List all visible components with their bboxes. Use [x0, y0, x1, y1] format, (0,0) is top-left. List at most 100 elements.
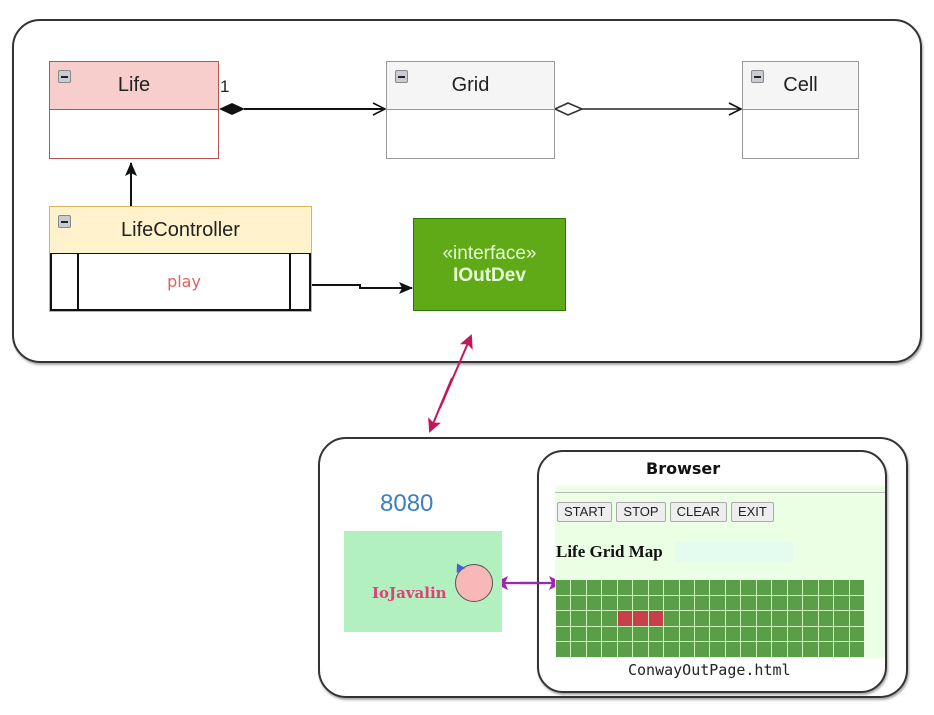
grid-cell[interactable]: [586, 580, 602, 595]
grid-cell[interactable]: [617, 642, 633, 657]
grid-cell[interactable]: [772, 642, 787, 657]
grid-cell-live[interactable]: [633, 611, 648, 626]
grid-cell[interactable]: [602, 626, 617, 642]
grid-cell[interactable]: [725, 626, 741, 642]
grid-cell[interactable]: [803, 626, 818, 642]
grid-cell[interactable]: [695, 595, 710, 611]
grid-cell[interactable]: [803, 595, 818, 611]
port-circle-icon[interactable]: [455, 564, 493, 602]
grid-cell[interactable]: [571, 626, 586, 642]
grid-cell[interactable]: [617, 626, 633, 642]
grid-cell[interactable]: [679, 580, 695, 595]
stop-button[interactable]: STOP: [616, 502, 666, 522]
collapse-icon[interactable]: [395, 70, 408, 83]
grid-cell[interactable]: [818, 595, 834, 611]
grid-cell[interactable]: [849, 580, 864, 595]
grid-cell[interactable]: [664, 595, 679, 611]
grid-cell[interactable]: [803, 611, 818, 626]
grid-cell[interactable]: [803, 642, 818, 657]
grid-cell[interactable]: [679, 642, 695, 657]
grid-cell[interactable]: [756, 626, 772, 642]
grid-cell[interactable]: [710, 626, 725, 642]
grid-cell[interactable]: [648, 580, 664, 595]
grid-cell[interactable]: [648, 642, 664, 657]
collapse-icon[interactable]: [58, 215, 71, 228]
grid-cell[interactable]: [556, 611, 571, 626]
grid-cell[interactable]: [756, 580, 772, 595]
grid-cell[interactable]: [741, 611, 756, 626]
grid-cell[interactable]: [741, 580, 756, 595]
start-button[interactable]: START: [557, 502, 613, 522]
grid-cell[interactable]: [617, 580, 633, 595]
grid-cell[interactable]: [725, 611, 741, 626]
grid-cell[interactable]: [602, 642, 617, 657]
life-grid[interactable]: [556, 580, 864, 657]
grid-cell[interactable]: [818, 626, 834, 642]
grid-cell[interactable]: [602, 580, 617, 595]
grid-cell[interactable]: [633, 595, 648, 611]
grid-cell[interactable]: [787, 611, 803, 626]
grid-cell[interactable]: [710, 642, 725, 657]
grid-cell[interactable]: [725, 580, 741, 595]
interface-ioutdev[interactable]: «interface» IOutDev: [413, 218, 566, 311]
grid-cell[interactable]: [571, 580, 586, 595]
grid-cell[interactable]: [834, 595, 849, 611]
grid-cell[interactable]: [787, 642, 803, 657]
grid-cell[interactable]: [741, 626, 756, 642]
grid-cell[interactable]: [772, 626, 787, 642]
grid-cell[interactable]: [787, 626, 803, 642]
grid-cell[interactable]: [787, 580, 803, 595]
operation-play[interactable]: play: [167, 272, 201, 291]
class-cell[interactable]: Cell: [742, 61, 859, 159]
grid-cell[interactable]: [818, 611, 834, 626]
grid-cell[interactable]: [617, 595, 633, 611]
iojavalin-server[interactable]: IoJavalin: [344, 531, 502, 632]
clear-button[interactable]: CLEAR: [669, 502, 727, 522]
grid-cell[interactable]: [834, 626, 849, 642]
grid-cell[interactable]: [756, 611, 772, 626]
grid-cell[interactable]: [818, 642, 834, 657]
grid-cell[interactable]: [571, 611, 586, 626]
grid-cell[interactable]: [741, 595, 756, 611]
grid-cell[interactable]: [772, 580, 787, 595]
grid-cell[interactable]: [556, 580, 571, 595]
grid-cell[interactable]: [602, 595, 617, 611]
grid-cell[interactable]: [772, 595, 787, 611]
grid-cell[interactable]: [834, 642, 849, 657]
grid-cell[interactable]: [741, 642, 756, 657]
grid-cell[interactable]: [571, 595, 586, 611]
class-life[interactable]: Life: [49, 61, 219, 159]
grid-cell[interactable]: [571, 642, 586, 657]
grid-cell[interactable]: [556, 595, 571, 611]
grid-cell[interactable]: [664, 580, 679, 595]
grid-cell[interactable]: [556, 626, 571, 642]
grid-cell[interactable]: [710, 611, 725, 626]
grid-cell-live[interactable]: [648, 611, 664, 626]
grid-cell[interactable]: [834, 611, 849, 626]
grid-cell[interactable]: [679, 626, 695, 642]
grid-cell[interactable]: [849, 611, 864, 626]
grid-cell[interactable]: [586, 626, 602, 642]
grid-cell[interactable]: [648, 595, 664, 611]
grid-cell[interactable]: [772, 611, 787, 626]
grid-cell[interactable]: [695, 626, 710, 642]
class-life-controller[interactable]: LifeController play: [49, 206, 312, 312]
grid-cell[interactable]: [633, 626, 648, 642]
grid-cell[interactable]: [664, 611, 679, 626]
grid-cell[interactable]: [586, 642, 602, 657]
grid-cell[interactable]: [834, 580, 849, 595]
grid-cell[interactable]: [725, 642, 741, 657]
grid-cell[interactable]: [849, 642, 864, 657]
grid-cell[interactable]: [679, 595, 695, 611]
grid-cell[interactable]: [818, 580, 834, 595]
grid-cell[interactable]: [695, 642, 710, 657]
grid-cell[interactable]: [695, 611, 710, 626]
grid-cell-live[interactable]: [617, 611, 633, 626]
grid-cell[interactable]: [648, 626, 664, 642]
grid-cell[interactable]: [586, 595, 602, 611]
grid-cell[interactable]: [725, 595, 741, 611]
grid-cell[interactable]: [664, 626, 679, 642]
grid-cell[interactable]: [633, 642, 648, 657]
grid-cell[interactable]: [695, 580, 710, 595]
grid-cell[interactable]: [756, 595, 772, 611]
